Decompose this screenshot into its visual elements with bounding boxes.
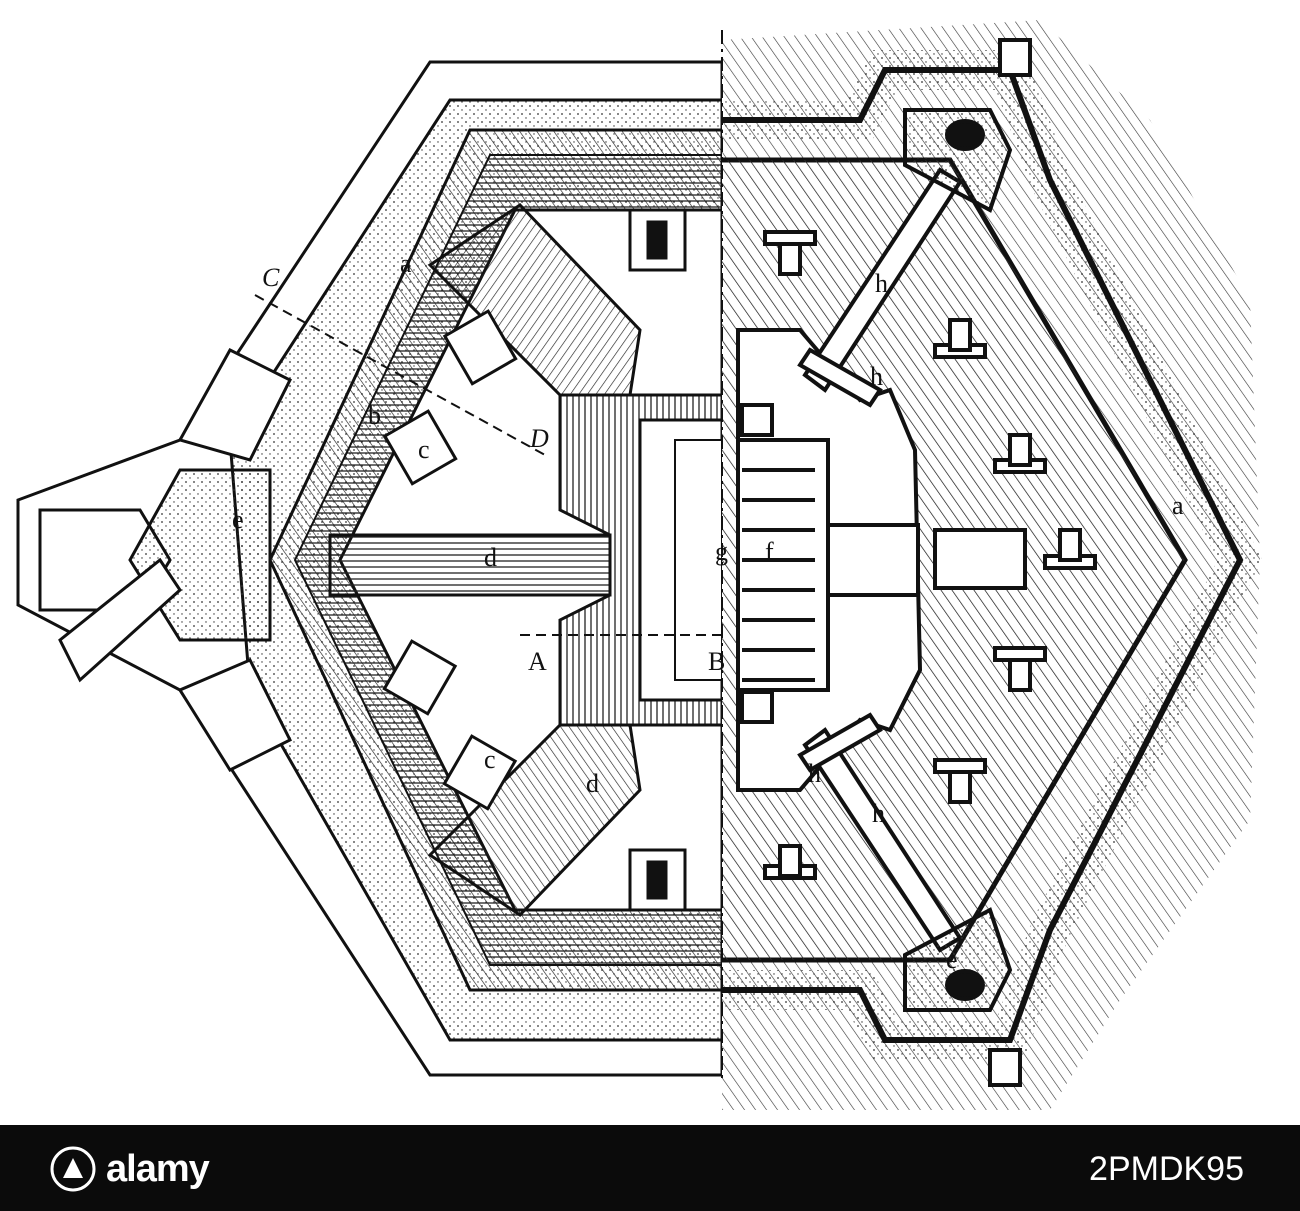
alamy-mark-icon [50, 1146, 96, 1192]
traverses [763, 230, 1097, 880]
label-b: b [368, 401, 381, 430]
right-half-plan [722, 20, 1263, 1110]
plan-labels: a a b c c d d e e f g h h h h A B C D [232, 249, 1184, 974]
label-e-left: e [232, 505, 244, 534]
label-d-lower: d [586, 769, 599, 798]
label-a-right: a [1172, 491, 1184, 520]
label-e-right: e [946, 945, 958, 974]
label-g: g [715, 537, 728, 566]
label-d-center: d [484, 543, 497, 572]
section-line-CD [254, 294, 546, 456]
label-h-4: h [872, 799, 885, 828]
watermark-bar: alamy 2PMDK95 [0, 1125, 1300, 1211]
label-D: D [529, 424, 549, 453]
wall-casemates [382, 208, 687, 912]
label-c-lower: c [484, 745, 496, 774]
barrack-cells [740, 403, 1027, 724]
label-h-2: h [870, 362, 883, 391]
corner-caponiers [903, 38, 1032, 1087]
label-h-1: h [875, 269, 888, 298]
label-h-3: h [808, 759, 821, 788]
ravelin [38, 348, 293, 772]
alamy-logo: alamy [50, 1143, 300, 1195]
label-C: C [262, 263, 280, 292]
image-code: 2PMDK95 [1089, 1150, 1244, 1188]
label-c-upper: c [418, 435, 430, 464]
alamy-wordmark: alamy [106, 1147, 210, 1190]
label-a-left: a [400, 249, 412, 278]
fortress-plan-diagram: a a b c c d d e e f g h h h h A B C D [16, 20, 1263, 1110]
label-A: A [528, 647, 547, 676]
left-half-plan [16, 60, 722, 1077]
label-f: f [765, 537, 774, 566]
label-B: B [708, 647, 725, 676]
